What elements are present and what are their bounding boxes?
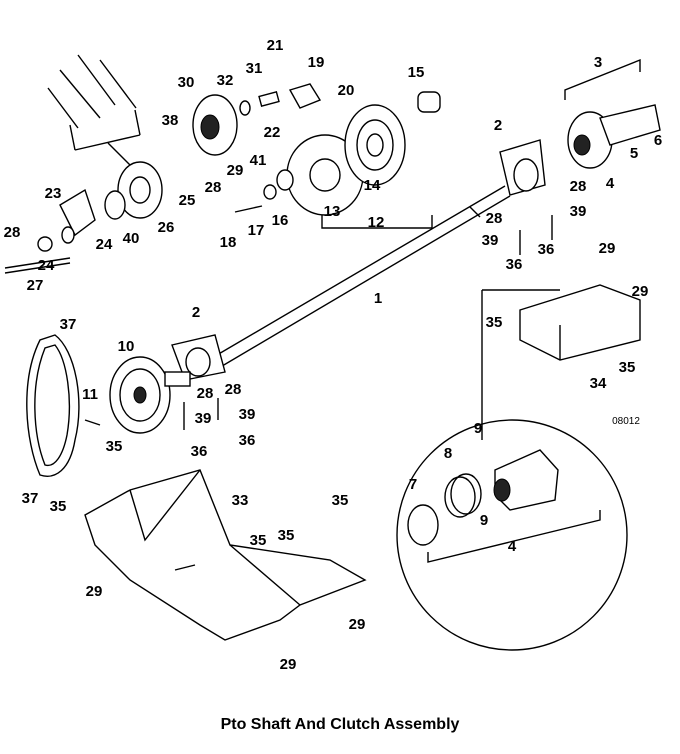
callout: 7 <box>409 476 417 493</box>
callout: 17 <box>248 222 265 239</box>
callout: 39 <box>239 406 256 423</box>
callout: 26 <box>158 219 175 236</box>
callout: 9 <box>480 512 488 529</box>
callout: 13 <box>324 203 341 220</box>
callout: 36 <box>538 241 555 258</box>
callout: 35 <box>106 438 123 455</box>
callout: 22 <box>264 124 281 141</box>
callout: 29 <box>349 616 366 633</box>
callout: 35 <box>250 532 267 549</box>
callout: 4 <box>508 538 517 555</box>
callout: 5 <box>630 145 638 162</box>
callout: 29 <box>280 656 297 673</box>
callout: 34 <box>590 375 607 392</box>
callout: 21 <box>267 37 284 54</box>
callout: 38 <box>162 112 179 129</box>
callout: 9 <box>474 420 482 437</box>
callout: 11 <box>82 386 98 403</box>
callout: 35 <box>50 498 67 515</box>
callout: 41 <box>250 152 267 169</box>
callout: 3 <box>594 54 602 71</box>
callout: 31 <box>246 60 263 77</box>
pto-shaft <box>204 185 511 373</box>
bracket-34 <box>481 284 641 440</box>
callout: 16 <box>272 212 289 229</box>
callout: 28 <box>4 224 21 241</box>
callout: 39 <box>482 232 499 249</box>
callout: 24 <box>96 236 113 253</box>
callout: 19 <box>308 54 325 71</box>
callout: 28 <box>197 385 214 402</box>
clutch-pulleys <box>192 83 441 229</box>
callout: 33 <box>232 492 249 509</box>
shield-33 <box>84 469 367 641</box>
callout: 24 <box>38 257 55 274</box>
callout: 35 <box>278 527 295 544</box>
callout: 10 <box>118 338 135 355</box>
callout: 4 <box>606 175 615 192</box>
callout: 12 <box>368 214 385 231</box>
callout: 28 <box>225 381 242 398</box>
callout: 28 <box>205 179 222 196</box>
inset-detail <box>396 419 628 651</box>
callout: 28 <box>486 210 503 227</box>
callout: 29 <box>86 583 103 600</box>
callout: 39 <box>570 203 587 220</box>
callout: 8 <box>444 445 452 462</box>
callout: 2 <box>494 117 502 134</box>
callout: 14 <box>364 177 381 194</box>
callout: 18 <box>220 234 237 251</box>
belt <box>26 334 80 477</box>
blades-icon <box>47 54 141 176</box>
callout: 25 <box>179 192 196 209</box>
callout: 35 <box>619 359 636 376</box>
callout: 1 <box>374 290 382 307</box>
bearing-right <box>499 58 661 255</box>
callout: 2 <box>192 304 200 321</box>
callout: 32 <box>217 72 234 89</box>
callout-labels: 21 19 31 32 30 20 15 3 38 22 41 29 28 25… <box>4 37 663 673</box>
callout: 35 <box>486 314 503 331</box>
callout: 28 <box>570 178 587 195</box>
callout: 15 <box>408 64 425 81</box>
callout: 37 <box>60 316 77 333</box>
callout: 6 <box>654 132 662 149</box>
callout: 37 <box>22 490 39 507</box>
callout: 39 <box>195 410 212 427</box>
drawing-code: 08012 <box>612 416 640 427</box>
lower-pulley <box>84 334 226 434</box>
callout: 27 <box>27 277 44 294</box>
callout: 29 <box>599 240 616 257</box>
callout: 35 <box>332 492 349 509</box>
callout: 36 <box>506 256 523 273</box>
callout: 36 <box>239 432 256 449</box>
callout: 30 <box>178 74 195 91</box>
callout: 29 <box>632 283 649 300</box>
callout: 36 <box>191 443 208 460</box>
gearbox <box>4 161 163 274</box>
callout: 20 <box>338 82 355 99</box>
callout: 40 <box>123 230 140 247</box>
callout: 29 <box>227 162 244 179</box>
diagram-title: Pto Shaft And Clutch Assembly <box>220 716 460 733</box>
callout: 23 <box>45 185 62 202</box>
